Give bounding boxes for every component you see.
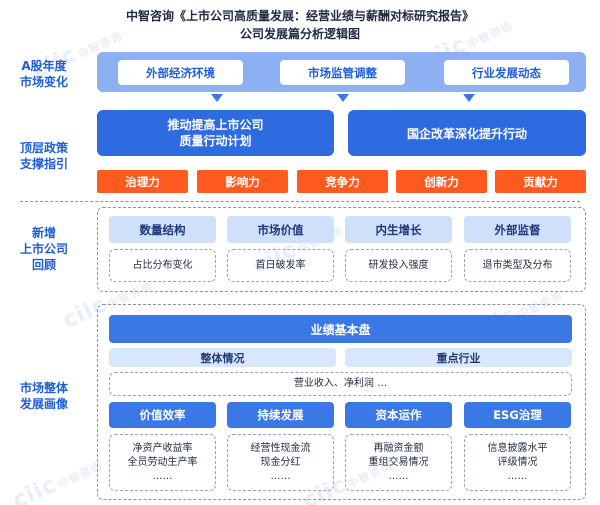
diagram-title: 中智咨询《上市公司高质量发展：经营业绩与薪酬对标研究报告》 xyxy=(125,9,474,23)
capability-contribution: 贡献力 xyxy=(495,170,586,193)
key-industry-header: 重点行业 xyxy=(345,348,572,367)
watermark: ciic中智咨询 xyxy=(9,459,105,505)
new-listed-supervision-detail: 退市类型及分布 xyxy=(464,249,571,282)
dimension-esg-detail: 信息披露水平 评级情况 …… xyxy=(464,434,571,491)
dimension-esg-governance: ESG治理 xyxy=(464,402,571,428)
side-label-overall: 市场整体 发展画像 xyxy=(19,381,68,411)
dimension-sustainable-development: 持续发展 xyxy=(227,402,334,428)
new-listed-external-supervision: 外部监督 xyxy=(464,216,571,243)
new-listed-market-value: 市场价值 xyxy=(227,216,334,243)
overall-section xyxy=(97,304,586,500)
dimension-value-efficiency-detail: 净资产收益率 全员劳动生产率 …… xyxy=(109,434,216,491)
new-listed-section xyxy=(97,207,586,292)
policy-quality-plan: 推动提高上市公司 质量行动计划 xyxy=(97,110,334,156)
side-label-market: A股年度 市场变化 xyxy=(19,59,68,89)
arrow-down-icon xyxy=(463,94,475,102)
arrow-down-icon xyxy=(337,94,349,102)
performance-base-header: 业绩基本盘 xyxy=(109,315,572,343)
dimension-sustainable-detail: 经营性现金流 现金分红 …… xyxy=(227,434,334,491)
market-item-industry: 行业发展动态 xyxy=(444,60,569,85)
arrow-down-icon xyxy=(211,94,223,102)
performance-metrics-line: 营业收入、净利润 … xyxy=(109,372,572,396)
capability-governance: 治理力 xyxy=(97,170,188,193)
capability-influence: 影响力 xyxy=(197,170,288,193)
section-divider xyxy=(20,201,580,202)
dimension-capital-operation: 资本运作 xyxy=(345,402,452,428)
market-item-regulation: 市场监管调整 xyxy=(280,60,405,85)
dimension-value-efficiency: 价值效率 xyxy=(109,402,216,428)
new-listed-endogenous-growth: 内生增长 xyxy=(345,216,452,243)
policy-soe-reform: 国企改革深化提升行动 xyxy=(348,110,586,156)
capability-competitiveness: 竞争力 xyxy=(297,170,388,193)
side-label-policy: 顶层政策 支撑指引 xyxy=(19,141,68,171)
new-listed-quantity-detail: 占比分布变化 xyxy=(109,249,216,282)
overall-situation-header: 整体情况 xyxy=(109,348,336,367)
market-item-economy: 外部经济环境 xyxy=(118,60,243,85)
new-listed-growth-detail: 研发投入强度 xyxy=(345,249,452,282)
dimension-capital-detail: 再融资金额 重组交易情况 …… xyxy=(345,434,452,491)
side-label-new-listed: 新增 上市公司 回顾 xyxy=(19,226,68,272)
diagram-subtitle: 公司发展篇分析逻辑图 xyxy=(239,27,360,41)
new-listed-market-value-detail: 首日破发率 xyxy=(227,249,334,282)
new-listed-quantity-structure: 数量结构 xyxy=(109,216,216,243)
capability-innovation: 创新力 xyxy=(396,170,487,193)
